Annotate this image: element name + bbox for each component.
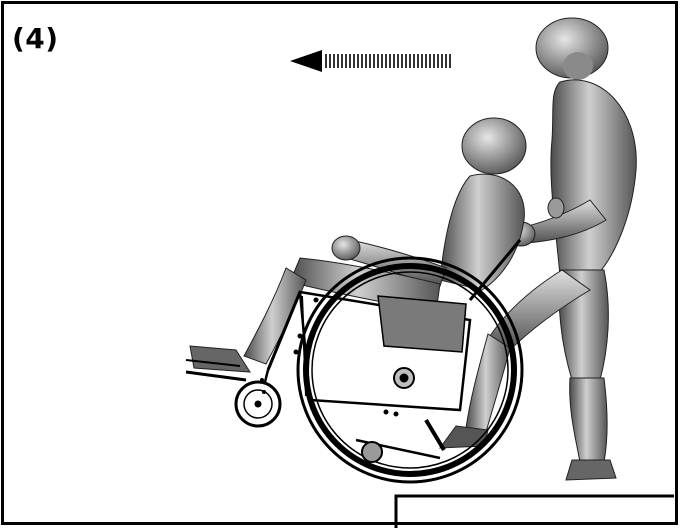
seated-person-icon bbox=[190, 118, 526, 372]
direction-arrow-icon bbox=[290, 50, 450, 72]
curb-step-icon bbox=[396, 496, 674, 528]
